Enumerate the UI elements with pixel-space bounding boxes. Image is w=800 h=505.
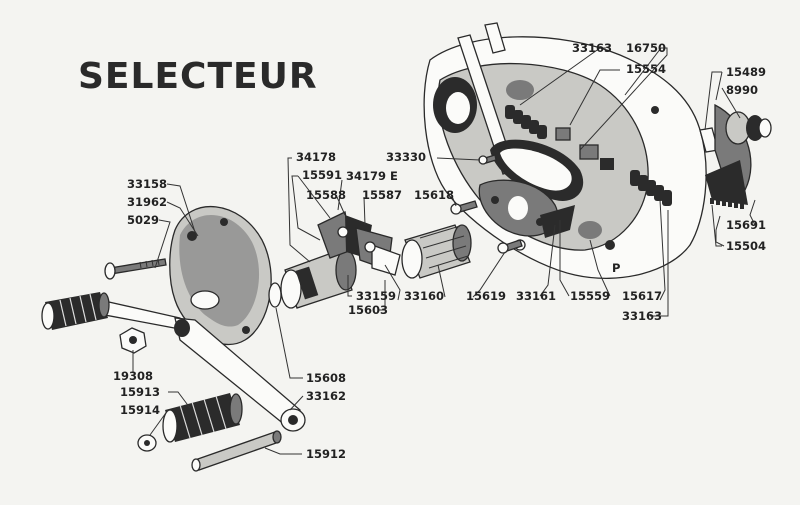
gear-lever (41, 292, 306, 472)
splined-shaft (401, 224, 472, 279)
long-screw (104, 258, 167, 280)
label-15554: 15554 (626, 62, 666, 76)
label-33158: 33158 (127, 177, 167, 191)
label-19308: 19308 (113, 369, 153, 383)
label-15914: 15914 (120, 403, 160, 417)
label-33160: 33160 (404, 289, 444, 303)
part-labels: 33163 16750 15554 15489 8990 33330 34178… (113, 41, 766, 461)
label-15912: 15912 (306, 447, 346, 461)
label-33161: 33161 (516, 289, 556, 303)
label-15618: 15618 (414, 188, 454, 202)
label-15587: 15587 (362, 188, 402, 202)
label-34178: 34178 (296, 150, 336, 164)
label-15691: 15691 (726, 218, 766, 232)
label-15559: 15559 (570, 289, 610, 303)
selector-plates (478, 179, 575, 251)
label-34179e: 34179 E (346, 169, 398, 183)
label-5029: 5029 (127, 213, 159, 227)
label-8990: 8990 (726, 83, 758, 97)
label-33159: 33159 (356, 289, 396, 303)
artist-mark: P (612, 261, 620, 275)
label-15489: 15489 (726, 65, 766, 79)
selector-sector (699, 103, 772, 209)
label-33162: 33162 (306, 389, 346, 403)
label-15913: 15913 (120, 385, 160, 399)
label-15504: 15504 (726, 239, 766, 253)
label-15619: 15619 (466, 289, 506, 303)
label-31962: 31962 (127, 195, 167, 209)
label-16750: 16750 (626, 41, 666, 55)
kickstart-cover (169, 206, 282, 346)
selector-drum (280, 211, 401, 309)
label-33163-bottom: 33163 (622, 309, 662, 323)
label-15588: 15588 (306, 188, 346, 202)
label-33330: 33330 (386, 150, 426, 164)
label-15603: 15603 (348, 303, 388, 317)
small-screws (450, 154, 523, 254)
leader-lines (132, 47, 756, 455)
label-33163-top: 33163 (572, 41, 612, 55)
diagram-title: SELECTEUR (78, 56, 318, 97)
label-15608: 15608 (306, 371, 346, 385)
label-15591: 15591 (302, 168, 342, 182)
label-15617: 15617 (622, 289, 662, 303)
